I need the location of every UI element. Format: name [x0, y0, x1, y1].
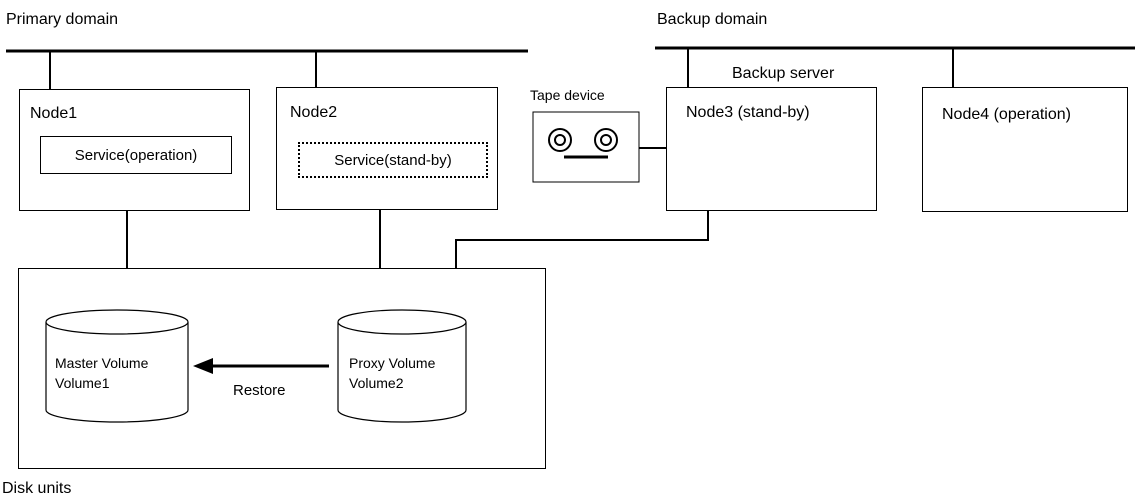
disk-units-label: Disk units: [2, 480, 72, 497]
backup-server-label: Backup server: [732, 65, 835, 82]
master-volume-cylinder-icon: [45, 309, 189, 423]
proxy-volume-cylinder-icon: [337, 309, 467, 423]
restore-arrow-icon: [193, 358, 329, 374]
disk-units-box: [18, 268, 546, 469]
proxy-volume-name: Proxy Volume: [349, 355, 436, 371]
node1-service: Service(operation): [40, 136, 232, 174]
node4-title: Node4 (operation): [942, 106, 1071, 123]
node3-disk-link: [455, 211, 709, 268]
node3-title: Node3 (stand-by): [686, 104, 810, 121]
tape-device-label: Tape device: [530, 87, 605, 103]
master-volume-name: Master Volume: [55, 355, 149, 371]
proxy-volume-id: Volume2: [349, 375, 404, 391]
node2-title: Node2: [290, 104, 338, 121]
node2-box[interactable]: Node2 Service(stand-by): [276, 87, 498, 210]
node4-box[interactable]: Node4 (operation): [922, 87, 1128, 212]
master-volume-id: Volume1: [55, 375, 110, 391]
backup-domain-label: Backup domain: [657, 11, 768, 28]
master-volume-label[interactable]: Master Volume Volume1: [55, 353, 148, 393]
tape-device-icon: [532, 111, 640, 183]
node1-box[interactable]: Node1 Service(operation): [19, 89, 250, 211]
node1-title: Node1: [30, 105, 78, 122]
node3-box[interactable]: Node3 (stand-by): [666, 87, 877, 211]
node2-service: Service(stand-by): [298, 142, 488, 178]
restore-label: Restore: [233, 382, 286, 399]
proxy-volume-label[interactable]: Proxy Volume Volume2: [349, 353, 435, 393]
primary-domain-label: Primary domain: [6, 11, 119, 28]
